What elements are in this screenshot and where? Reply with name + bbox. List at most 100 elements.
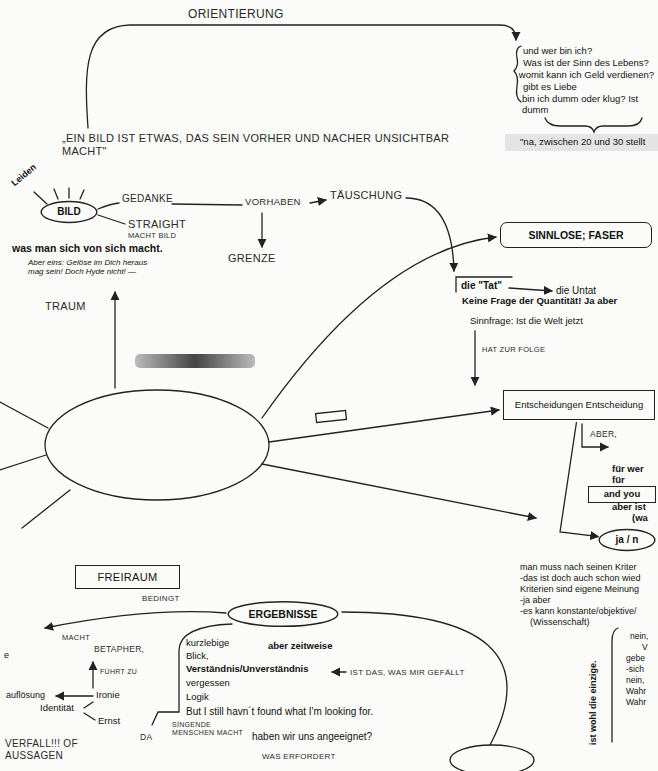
printed-note: bin ich dumm oder klug? Ist dumm [522,94,654,116]
node-title: BILD [57,206,80,218]
printed-note: (wa [632,513,648,524]
corner-bracket [456,277,512,292]
printed-note: und wer bin ich? [523,46,592,57]
printed-note: womit kann ich Geld verdienen? [519,70,654,81]
handwritten-note: STRAIGHT [128,218,186,231]
printed-note: Ironie [96,690,120,701]
printed-note: e [4,650,9,660]
limit-arrow [261,213,262,247]
handwritten-note: DA [140,733,152,743]
central-ellipse [45,390,269,500]
printed-note: haben wir uns angeeignet? [252,731,372,743]
printed-note: die "Tat" [461,280,502,292]
branch-arrow [262,464,536,518]
branch-line [0,455,46,470]
printed-note: "na, zwischen 20 und 30 stellt [520,137,645,148]
handwritten-note: VORHABEN [245,197,301,208]
handwritten-note: TRAUM [45,300,86,313]
printed-note: Blick, [186,651,209,662]
handwritten-note: IST DAS, WAS MIR GEFÄLLT [350,668,465,677]
printed-note: (Wissenschaft) [530,617,590,627]
printed-note: -es kann konstante/objektive/ [520,606,637,616]
concept-box: SINNLOSE; FASER [500,222,652,248]
printed-note: ist wohl die einzige. [588,660,598,745]
brace [545,118,642,132]
printed-note: kurzlebige [186,638,229,649]
concept-ellipse: ERGEBNISSE [226,600,340,628]
ellipse-border [599,529,655,550]
connector-arrow [560,422,599,537]
ray-line [68,188,69,198]
printed-note: die Untat [556,285,596,297]
printed-note: für wer [612,464,644,475]
small-tag [316,410,347,422]
printed-note: But I still havn´t found what I'm lookin… [186,706,373,718]
ellipse-border [228,602,337,627]
node-title: and you [604,489,640,500]
untat-arrow [509,288,552,291]
handwritten-note: WAS ERFORDERT [262,752,336,761]
long-arrow [406,198,454,271]
branch-line [0,402,48,428]
concept-box: Entscheidungen Entscheidung [503,390,655,420]
ray-line [34,192,47,204]
printed-note: vergessen [186,678,230,689]
concept-ellipse: ja / n [598,528,656,552]
printed-note: -das ist doch auch schon wied [520,573,641,583]
concept-box: and you [588,486,656,503]
result-curve [342,612,507,745]
grey-band [505,134,658,151]
link-line [84,713,95,720]
ray-line [98,203,119,209]
branch-arrow [262,237,496,418]
like-arrow [332,671,346,672]
printed-note: Ernst [98,716,120,727]
dream-arrow [114,292,115,388]
printed-note: Verständnis/Unverständnis [186,664,308,675]
thought-arrow [310,200,326,203]
printed-note: aber ist [612,502,646,513]
ellipse-border [41,201,97,222]
handwritten-note: FÜHRT ZU [100,668,137,676]
handwritten-note: ABER, [590,430,617,440]
concept-box: FREIRAUM [75,565,180,589]
printed-note: nein, [630,632,648,642]
handwritten-note: MACHT [62,634,90,643]
thought-line [172,204,242,205]
printed-note: Wahr [626,698,646,708]
consequence-arrow [474,331,475,385]
concept-ellipse: BILD [40,200,98,224]
handwritten-note: GRENZE [228,252,276,265]
condition-arrow [45,612,226,628]
ray-line [98,215,125,224]
partial-ellipse [450,745,534,771]
handwritten-note: GEDANKE [122,193,173,205]
printed-note: man muss nach seinen Kriter [520,562,637,572]
node-title: SINNLOSE; FASER [528,229,623,241]
orientation-arrow [86,25,516,128]
branch-line [22,490,70,528]
printed-note: Logik [186,692,209,703]
ray-line [80,190,84,199]
handwritten-note: SINGENDE MENSCHEN MACHT [172,721,247,737]
handwritten-note: HAT ZUR FOLGE [482,346,545,355]
node-title: ERGEBNISSE [249,608,318,620]
smudge [135,354,255,368]
printed-note: was man sich von sich macht. [12,242,163,254]
printed-note: Wahr [626,687,646,697]
printed-note: Keine Frage der Quantität! Ja aber [462,296,617,307]
irony-arrow [56,695,93,696]
node-title: Entscheidungen Entscheidung [515,400,643,411]
printed-note: aber zeitweise [268,641,332,652]
handwritten-note: ORIENTIERUNG [185,8,287,22]
printed-note: für [612,475,625,486]
node-title: ja / n [616,534,639,546]
handwritten-note: BETAPHER, [94,645,144,655]
printed-note: Sinnfrage: Ist die Welt jetzt [470,316,583,327]
printed-note: -sich [626,665,644,675]
printed-note: Identität [40,703,74,714]
column-line [612,628,618,742]
